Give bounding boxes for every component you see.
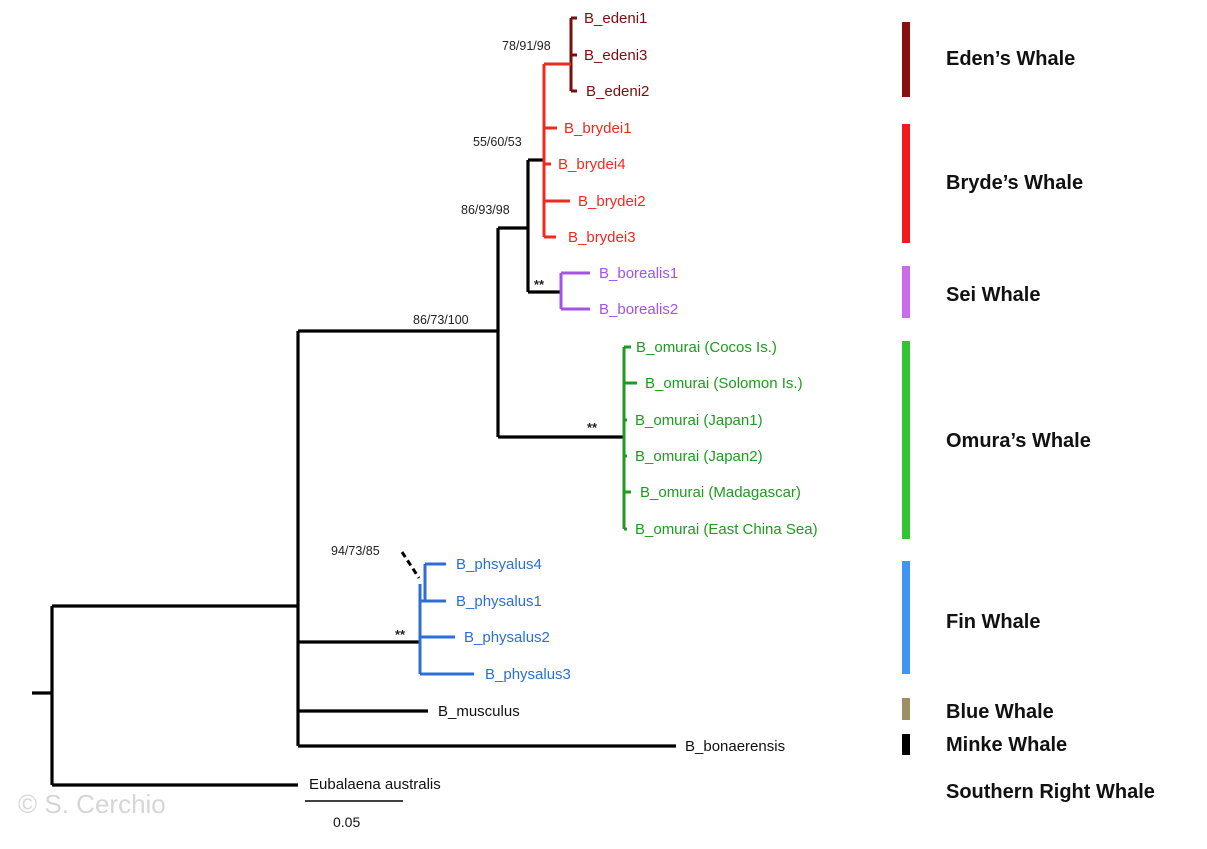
backbone-branches: [32, 158, 676, 787]
leaf-borealis1: B_borealis1: [599, 265, 678, 282]
support-stars-fin: **: [395, 627, 406, 642]
group-bar-sei: [902, 266, 910, 318]
group-label-southern-right: Southern Right Whale: [946, 781, 1155, 803]
support-stars-omura: **: [587, 420, 598, 435]
leaf-omurai-solomon: B_omurai (Solomon Is.): [645, 375, 803, 392]
group-label-fin: Fin Whale: [946, 611, 1040, 633]
leaf-edeni3: B_edeni3: [584, 47, 647, 64]
leaf-brydei1: B_brydei1: [564, 120, 632, 137]
group-bar-omura: [902, 341, 910, 539]
leaf-brydei4: B_brydei4: [558, 156, 626, 173]
leaf-omurai-japan1: B_omurai (Japan1): [635, 412, 763, 429]
support-bryde: 55/60/53: [473, 135, 522, 149]
leaf-omurai-ecs: B_omurai (East China Sea): [635, 521, 818, 538]
leaf-bonaerensis: B_bonaerensis: [685, 738, 785, 755]
leaf-physalus2: B_physalus2: [464, 629, 550, 646]
leaf-omurai-japan2: B_omurai (Japan2): [635, 448, 763, 465]
support-sei-omura: 86/73/100: [413, 313, 469, 327]
group-label-blue: Blue Whale: [946, 701, 1054, 723]
leaf-physalus1: B_physalus1: [456, 593, 542, 610]
leaf-omurai-madagascar: B_omurai (Madagascar): [640, 484, 801, 501]
sei-clade: [559, 271, 590, 311]
bryde-clade: [542, 62, 571, 239]
group-bar-bryde: [902, 124, 910, 243]
support-eden: 78/91/98: [502, 39, 551, 53]
omura-clade: [622, 345, 637, 531]
leaf-brydei2: B_brydei2: [578, 193, 646, 210]
eden-clade: [569, 16, 577, 93]
support-stars-sei: **: [534, 277, 545, 292]
fin-support-dashed-pointer: [400, 551, 421, 579]
group-bar-eden: [902, 22, 910, 97]
leaf-labels: B_edeni1 B_edeni3 B_edeni2 B_brydei1 B_b…: [309, 10, 818, 793]
scale-bar: 0.05: [305, 800, 403, 830]
leaf-brydei3: B_brydei3: [568, 229, 636, 246]
leaf-edeni2: B_edeni2: [586, 83, 649, 100]
scale-bar-label: 0.05: [333, 814, 360, 830]
leaf-physalus3: B_physalus3: [485, 666, 571, 683]
support-values: 78/91/98 55/60/53 86/93/98 86/73/100 94/…: [331, 39, 598, 642]
copyright-watermark: © S. Cerchio: [18, 789, 166, 819]
group-label-sei: Sei Whale: [946, 284, 1040, 306]
leaf-eubalaena: Eubalaena australis: [309, 776, 441, 793]
leaf-musculus: B_musculus: [438, 703, 520, 720]
support-fin: 94/73/85: [331, 544, 380, 558]
group-label-omura: Omura’s Whale: [946, 430, 1091, 452]
support-bryde-sei: 86/93/98: [461, 203, 510, 217]
leaf-edeni1: B_edeni1: [584, 10, 647, 27]
group-bar-minke: [902, 734, 910, 755]
leaf-phsyalus4: B_phsyalus4: [456, 556, 542, 573]
fin-clade: [418, 562, 474, 676]
group-label-minke: Minke Whale: [946, 734, 1067, 756]
leaf-borealis2: B_borealis2: [599, 301, 678, 318]
group-labels: Eden’s Whale Bryde’s Whale Sei Whale Omu…: [946, 48, 1155, 803]
group-label-bryde: Bryde’s Whale: [946, 172, 1083, 194]
group-bars: [902, 22, 910, 755]
group-label-eden: Eden’s Whale: [946, 48, 1075, 70]
group-bar-blue: [902, 698, 910, 720]
group-bar-fin: [902, 561, 910, 674]
leaf-omurai-cocos: B_omurai (Cocos Is.): [636, 339, 777, 356]
